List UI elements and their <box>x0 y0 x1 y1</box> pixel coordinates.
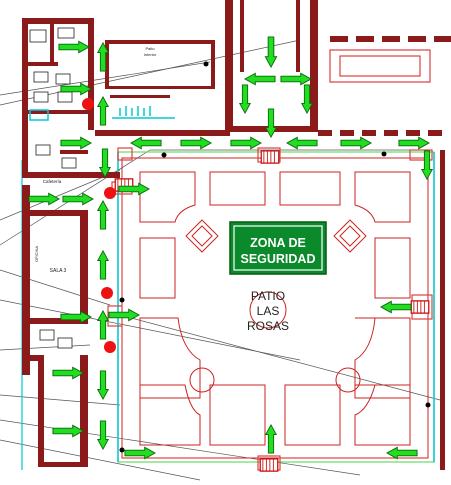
patio-label: PATIO LAS ROSAS <box>247 289 289 333</box>
evacuation-arrow-icon <box>180 136 212 150</box>
evacuation-arrow-icon <box>264 36 278 68</box>
evacuation-arrow-icon <box>265 108 277 138</box>
patio-line3: ROSAS <box>247 319 289 333</box>
patio-line2: LAS <box>257 304 280 318</box>
label-sala: SALA 3 <box>50 268 67 274</box>
safety-zone: ZONA DE SEGURIDAD <box>229 221 327 275</box>
reference-lines <box>0 39 441 481</box>
evacuation-arrow-icon <box>124 446 156 460</box>
stairs-icon <box>410 300 430 314</box>
extinguishers <box>82 98 116 353</box>
safety-zone-line1: ZONA DE <box>250 236 306 250</box>
label-cafeteria: Cafetería <box>43 179 62 184</box>
evacuation-arrow-icon <box>380 300 412 314</box>
fire-extinguisher-icon <box>104 187 116 199</box>
patio-line1: PATIO <box>251 289 285 303</box>
ornamental-fountains <box>185 219 367 253</box>
evacuation-arrow-icon <box>280 72 312 86</box>
garden-beds <box>139 171 411 446</box>
furniture <box>29 106 175 121</box>
stairs-icon <box>259 458 279 472</box>
evacuation-arrow-icon <box>97 96 109 126</box>
evacuation-arrow-icon <box>52 366 84 380</box>
evacuation-arrow-icon <box>398 136 430 150</box>
evacuation-arrow-icon <box>421 150 433 180</box>
evacuation-arrow-icon <box>286 136 318 150</box>
evacuation-arrow-icon <box>265 424 277 454</box>
evacuation-arrow-icon <box>62 192 94 206</box>
label-patio-small: Patio <box>145 46 155 51</box>
fire-extinguisher-icon <box>104 341 116 353</box>
evacuation-arrow-icon <box>60 136 92 150</box>
evacuation-arrow-icon <box>130 136 162 150</box>
evacuation-arrow-icon <box>244 72 276 86</box>
walls <box>22 0 451 470</box>
fire-extinguisher-icon <box>101 287 113 299</box>
evacuation-arrow-icon <box>340 136 372 150</box>
evacuation-arrow-icon <box>239 84 251 114</box>
desks <box>29 27 77 349</box>
label-oficina: OFICINA <box>34 245 39 262</box>
label-patio-small-sub: Interior <box>144 52 157 57</box>
stairs-icon <box>260 150 280 164</box>
safety-zone-line2: SEGURIDAD <box>240 252 315 266</box>
evacuation-arrow-icon <box>97 200 109 230</box>
evacuation-arrow-icon <box>386 446 418 460</box>
room-labels: Patio Interior Cafetería SALA 3 OFICINA <box>34 46 157 274</box>
fire-extinguisher-icon <box>82 98 94 110</box>
evacuation-arrow-icon <box>230 136 262 150</box>
evacuation-arrow-icon <box>97 370 109 400</box>
evacuation-arrow-icon <box>97 310 109 340</box>
evacuation-arrow-icon <box>28 192 60 206</box>
reference-points <box>119 61 431 453</box>
evacuation-arrow-icon <box>58 40 90 54</box>
evacuation-arrow-icon <box>52 424 84 438</box>
evacuation-arrow-icon <box>97 250 109 280</box>
